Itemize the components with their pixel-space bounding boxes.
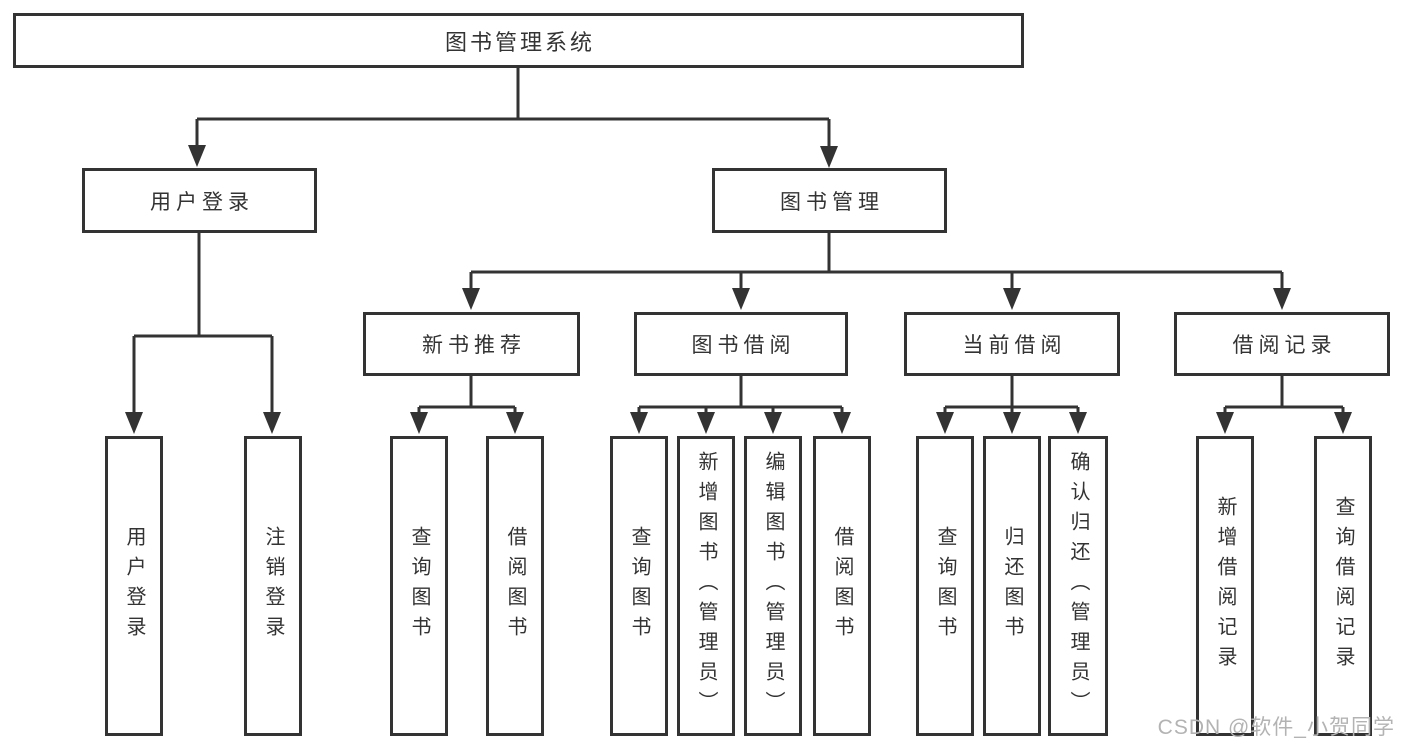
leaf-confirm-return-admin: 确认归还（管理员）	[1048, 436, 1108, 736]
csdn-watermark: CSDN @软件_小贺同学	[1157, 716, 1395, 739]
leaf-return-book: 归还图书	[983, 436, 1041, 736]
node-book-borrowing: 图书借阅	[634, 312, 848, 376]
leaf-edit-book-admin: 编辑图书（管理员）	[744, 436, 802, 736]
leaf-add-borrow-record: 新增借阅记录	[1196, 436, 1254, 736]
node-system-root: 图书管理系统	[13, 13, 1024, 68]
leaf-query-books-recommend: 查询图书	[390, 436, 448, 736]
node-borrowing-records: 借阅记录	[1174, 312, 1390, 376]
node-user-login: 用户登录	[82, 168, 317, 233]
leaf-query-borrow-record: 查询借阅记录	[1314, 436, 1372, 736]
node-current-borrowing: 当前借阅	[904, 312, 1120, 376]
leaf-user-login: 用户登录	[105, 436, 163, 736]
leaf-add-book-admin: 新增图书（管理员）	[677, 436, 735, 736]
leaf-borrow-books-recommend: 借阅图书	[486, 436, 544, 736]
leaf-logout: 注销登录	[244, 436, 302, 736]
leaf-query-books-current: 查询图书	[916, 436, 974, 736]
leaf-query-books-borrowing: 查询图书	[610, 436, 668, 736]
node-book-management: 图书管理	[712, 168, 947, 233]
leaf-borrow-books-borrowing: 借阅图书	[813, 436, 871, 736]
node-new-book-recommend: 新书推荐	[363, 312, 580, 376]
